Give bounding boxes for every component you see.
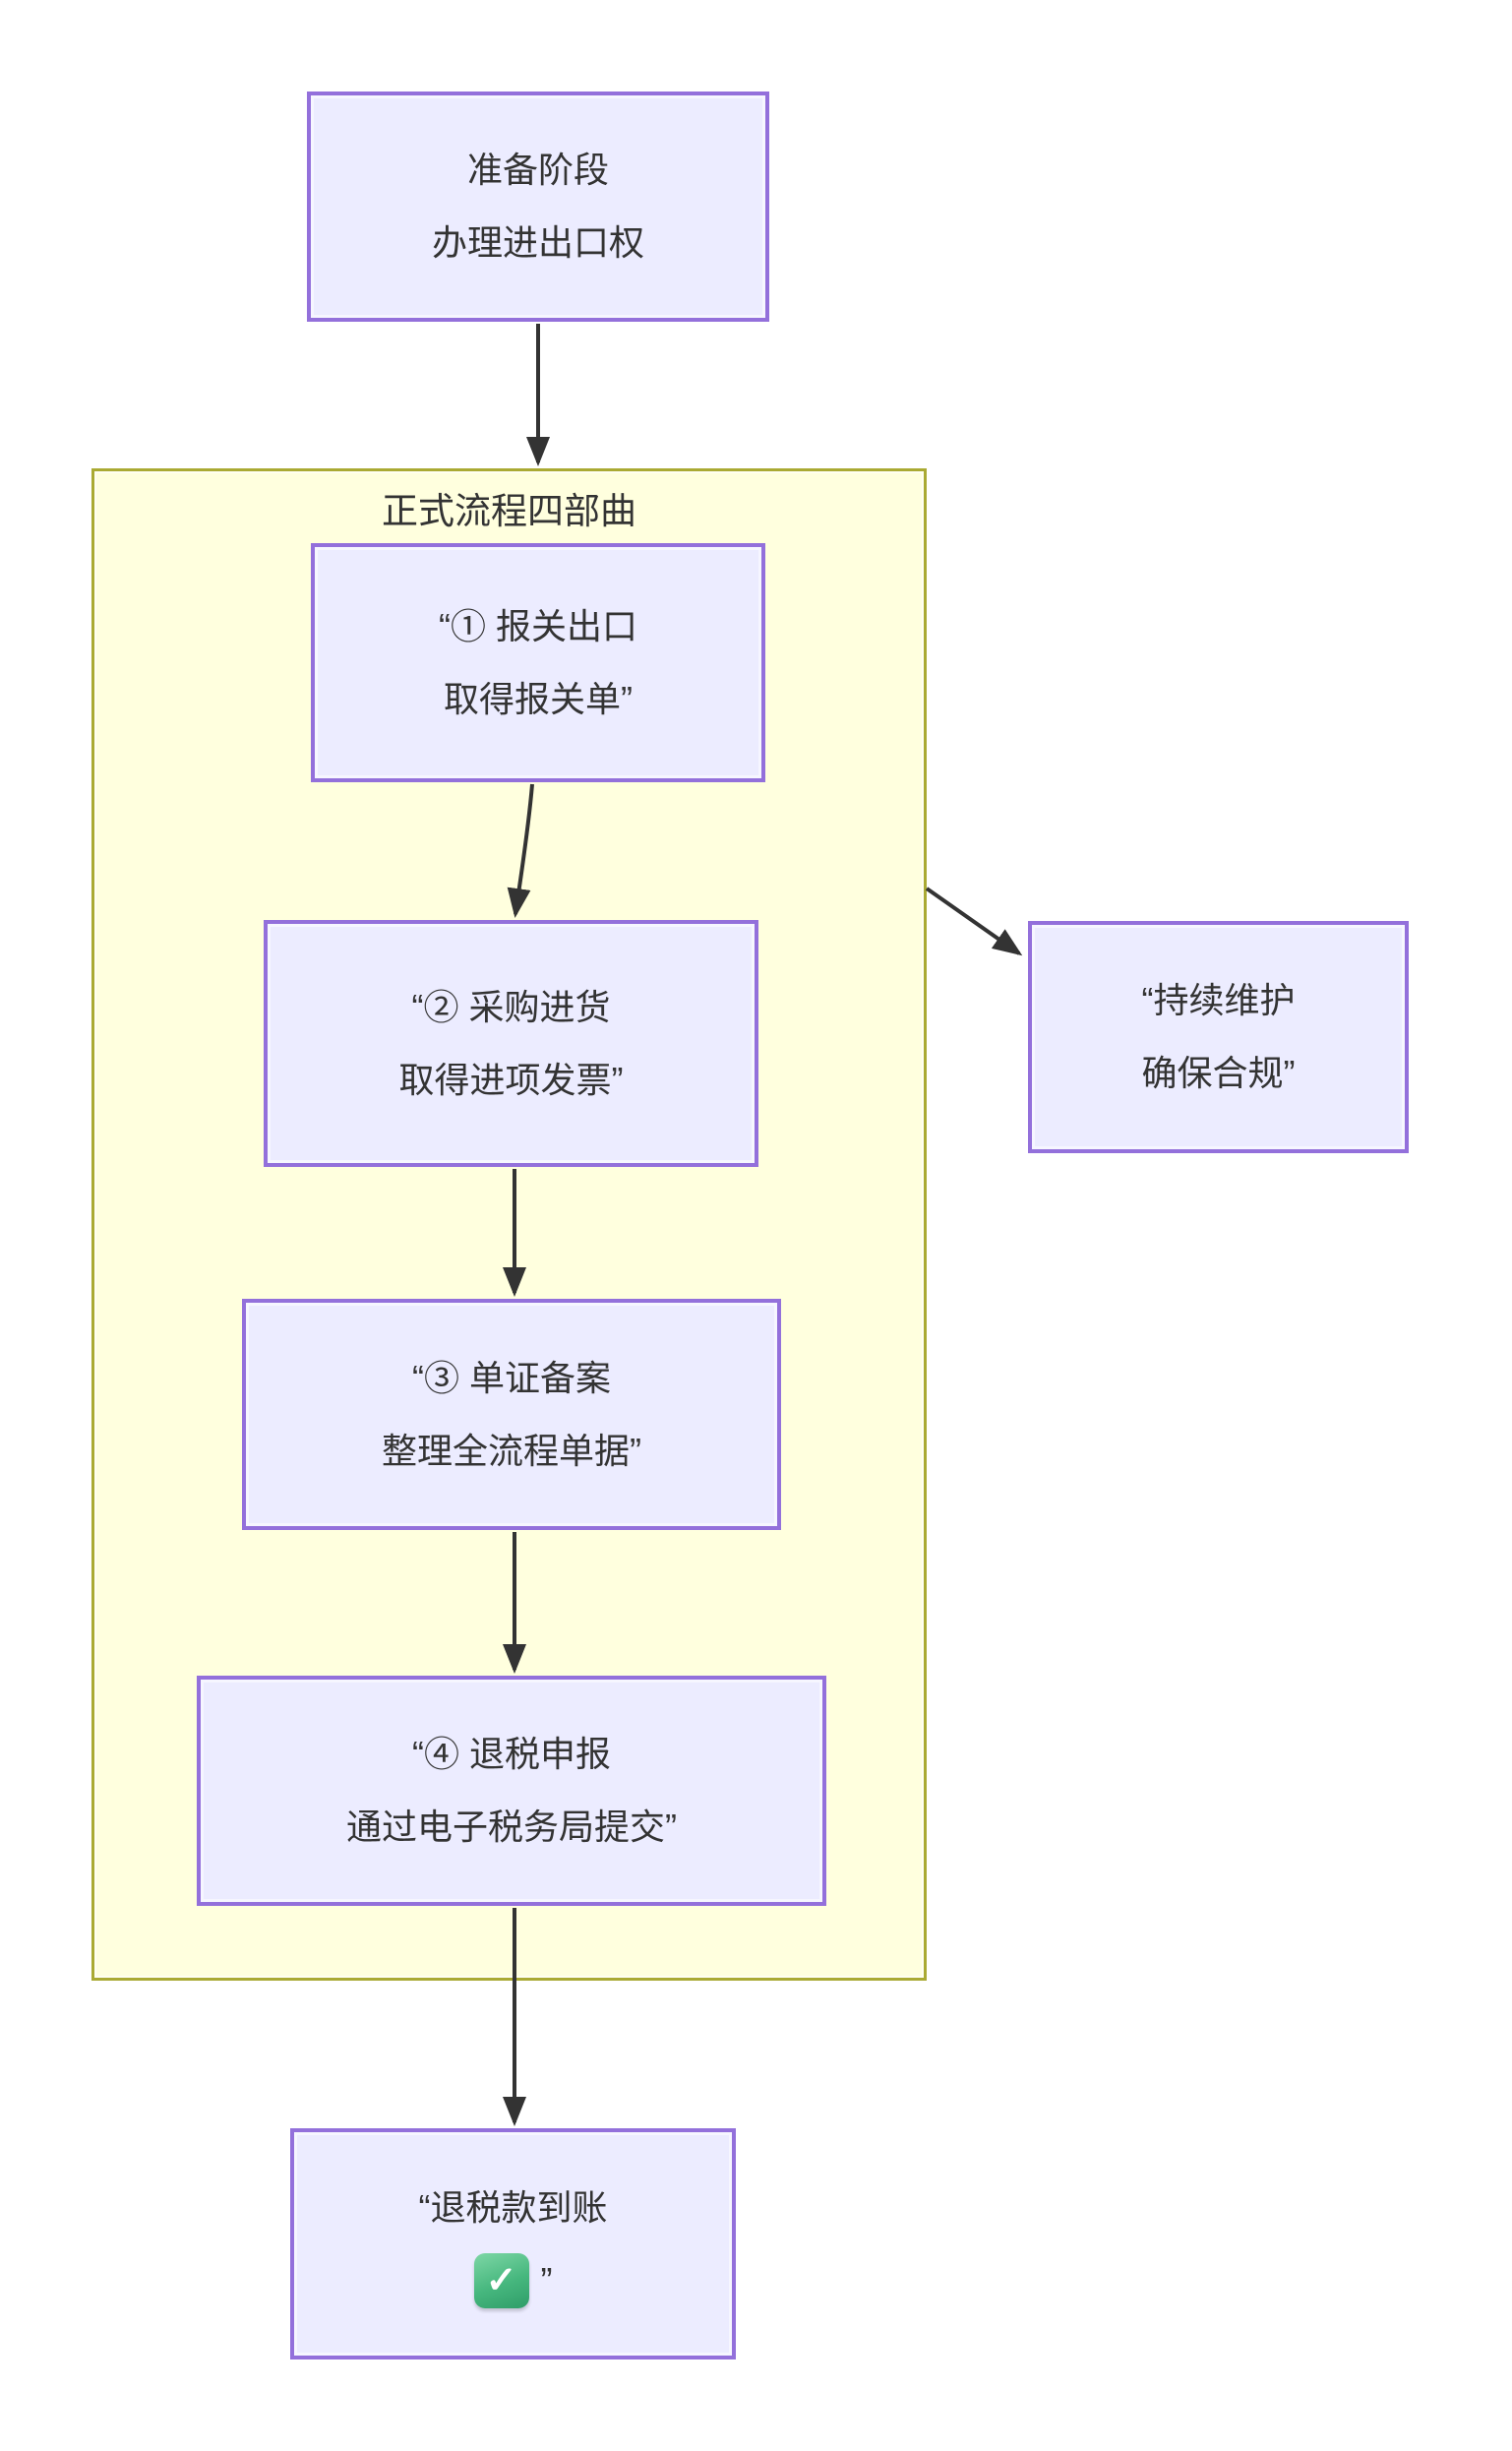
cluster-title: 正式流程四部曲 bbox=[382, 491, 636, 531]
arrow-cluster-to-maintenance bbox=[925, 887, 1023, 956]
node-text-line: 准备阶段 bbox=[466, 150, 609, 190]
node-text-line: “③ 单证备案 bbox=[412, 1357, 611, 1398]
node-text-line: “① 报关出口 bbox=[439, 605, 637, 646]
node-text-line: 通过电子税务局提交” bbox=[346, 1807, 677, 1847]
node-prepare-stage: 准备阶段 办理进出口权 bbox=[307, 92, 769, 322]
node-text-line: “④ 退税申报 bbox=[412, 1734, 611, 1774]
closing-quote: ” bbox=[540, 2259, 553, 2300]
node-step1-export-declaration: “① 报关出口 取得报关单” bbox=[311, 543, 765, 782]
node-text-line: 整理全流程单据” bbox=[382, 1430, 641, 1471]
node-step4-refund-declaration: “④ 退税申报 通过电子税务局提交” bbox=[197, 1676, 826, 1906]
node-text-line: ” bbox=[473, 2244, 553, 2317]
check-mark-emoji bbox=[473, 2252, 529, 2308]
node-text-line: 确保合规” bbox=[1141, 1053, 1296, 1093]
node-text-line: 取得进项发票” bbox=[398, 1059, 624, 1100]
node-text-line: “持续维护 bbox=[1141, 980, 1296, 1020]
node-refund-received: “退税款到账 ” bbox=[290, 2128, 736, 2359]
node-step3-document-filing: “③ 单证备案 整理全流程单据” bbox=[242, 1299, 781, 1530]
node-text-line: 办理进出口权 bbox=[431, 222, 644, 263]
node-step2-purchase-invoice: “② 采购进货 取得进项发票” bbox=[264, 920, 758, 1167]
node-text-line: “退税款到账 bbox=[418, 2186, 608, 2228]
node-continuous-maintenance: “持续维护 确保合规” bbox=[1028, 921, 1409, 1153]
node-text-line: “② 采购进货 bbox=[411, 986, 611, 1027]
node-text-line: 取得报关单” bbox=[444, 678, 633, 719]
